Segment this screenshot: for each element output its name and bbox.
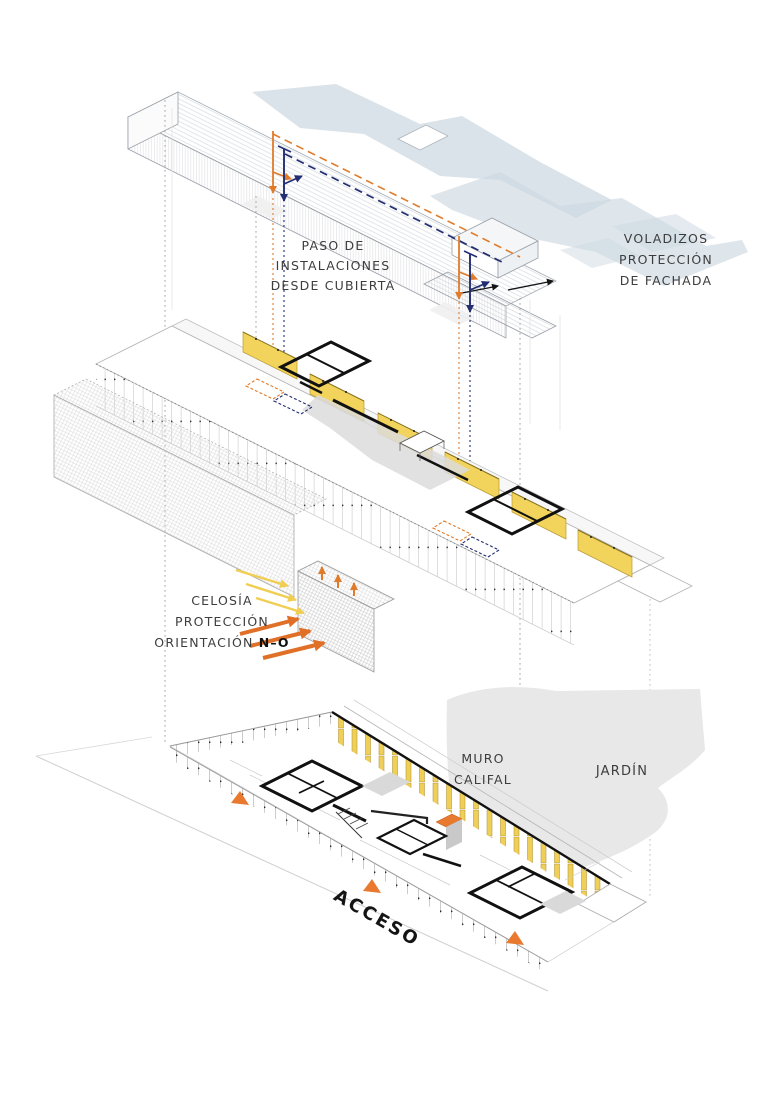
spine-wall — [422, 852, 462, 868]
roof-step-box — [397, 124, 449, 151]
gray-circulation-zone — [302, 395, 470, 490]
stair — [335, 811, 363, 839]
spine-wall — [299, 380, 323, 395]
sun-ray-arrow — [255, 596, 305, 615]
spine-wall — [332, 398, 399, 434]
label-line: CALIFAL — [454, 772, 512, 787]
right-end-wall — [577, 883, 647, 923]
roof-end-face — [127, 91, 179, 150]
label-line: DESDE CUBIERTA — [270, 278, 396, 293]
room-cluster — [277, 340, 373, 388]
rooftop-box — [398, 430, 446, 461]
rear-fence — [170, 712, 332, 758]
label-line: JARDÍN — [595, 764, 649, 779]
sun-ray-arrows — [235, 568, 305, 615]
muro-califal-label: MURO CALIFAL — [432, 748, 534, 790]
ramp-wall-face — [446, 819, 462, 850]
site-boundary-line — [35, 755, 549, 992]
beam-line — [331, 710, 611, 886]
label-text: ORIENTACIÓN — [154, 635, 259, 650]
return-duct-dashed-line — [284, 153, 503, 263]
deflected-heat-arrow — [239, 615, 300, 636]
front-fence — [170, 747, 548, 974]
access-arrow — [231, 791, 249, 805]
label-line: PROTECCIÓN — [175, 614, 269, 629]
roof-shadow-shapes — [252, 84, 748, 286]
riser-right — [429, 236, 490, 325]
hot-air-arrows — [318, 566, 358, 596]
ground-room-left — [258, 759, 410, 813]
sun-ray-arrow — [245, 582, 297, 602]
label-line: ORIENTACIÓN N–O — [122, 632, 322, 653]
deflected-heat-arrows — [239, 615, 326, 660]
celosia-label: CELOSÍA PROTECCIÓN ORIENTACIÓN N–O — [122, 590, 322, 653]
voladizos-label: VOLADIZOS PROTECCIÓN DE FACHADA — [586, 228, 746, 291]
central-elements — [332, 803, 463, 868]
roof-level — [127, 91, 561, 430]
celosia-detail — [235, 560, 395, 673]
riser-left — [242, 131, 303, 219]
label-line: PROTECCIÓN — [619, 252, 713, 267]
access-arrows — [231, 791, 524, 945]
overhang-direction-arrow — [461, 283, 499, 294]
roof-service-lines — [242, 131, 521, 325]
ground-room-right — [466, 865, 586, 920]
site-boundary-line — [35, 736, 153, 757]
roof-clerestory-box — [451, 217, 539, 279]
label-line: PASO DE — [301, 238, 365, 253]
upper-floor-level — [53, 318, 693, 646]
gray-patch — [540, 891, 586, 914]
ghost-edge — [529, 300, 561, 430]
duct-landing-outlines — [244, 378, 501, 558]
fin-top-dots — [255, 338, 615, 549]
label-line: MURO — [461, 751, 505, 766]
riser-landing-pad — [242, 196, 288, 219]
walkway-line — [343, 705, 623, 879]
return-branch-arrow — [283, 175, 303, 185]
yellow-slat-row — [332, 713, 610, 911]
access-arrow — [506, 931, 524, 945]
walkway-line — [353, 699, 633, 873]
paso-instalaciones-label: PASO DE INSTALACIONES DESDE CUBIERTA — [238, 236, 428, 296]
access-arrow — [363, 879, 381, 893]
spine-wall — [416, 453, 469, 482]
muro-califal-colonnade — [331, 699, 647, 923]
jardin-label: JARDÍN — [572, 762, 672, 782]
gray-patch — [362, 772, 410, 796]
riser-landing-pad — [429, 302, 475, 325]
label-line: CELOSÍA — [191, 593, 253, 608]
label-line: INSTALACIONES — [275, 258, 391, 273]
label-text-bold: N–O — [258, 635, 290, 650]
deflected-heat-arrow — [249, 627, 312, 648]
label-line: DE FACHADA — [619, 273, 713, 288]
brick-mesh-prism — [53, 378, 327, 598]
supply-branch-arrow — [272, 171, 292, 181]
supply-duct-dashed-line — [272, 133, 521, 258]
platform-edge — [370, 809, 429, 824]
ground-level — [35, 687, 705, 992]
sun-ray-arrow — [235, 568, 289, 588]
return-branch-arrow — [469, 281, 490, 291]
facade-colonnade-band — [96, 364, 574, 645]
plan-room-walls — [277, 340, 566, 536]
supply-branch-arrow — [458, 271, 478, 281]
overhang-direction-arrow — [507, 278, 554, 291]
deflected-heat-arrow — [262, 639, 326, 660]
room-cluster — [464, 485, 566, 536]
label-line: VOLADIZOS — [623, 231, 709, 246]
